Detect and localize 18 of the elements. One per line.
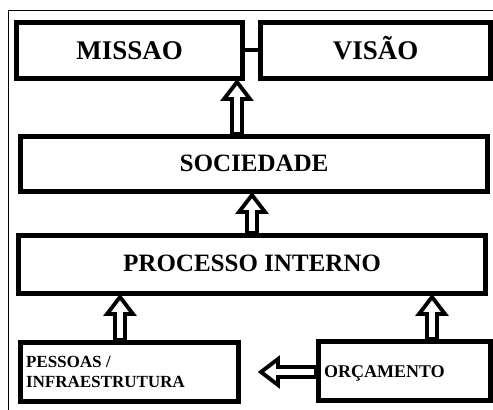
block-arrow	[414, 294, 450, 341]
text-box	[14, 20, 245, 81]
box-label: VISÃO	[332, 34, 418, 66]
connector-line	[245, 48, 258, 52]
box-label: PESSOAS / INFRAESTRUTURA	[26, 352, 186, 392]
text-box	[16, 233, 488, 296]
text-box	[316, 339, 493, 403]
block-arrow	[234, 192, 270, 235]
box-label: PROCESSO INTERNO	[123, 250, 381, 279]
box-label: ORÇAMENTO	[324, 360, 445, 382]
block-arrow	[220, 78, 254, 136]
text-box	[18, 340, 241, 404]
text-box	[18, 134, 490, 194]
box-label: MISSAO	[76, 34, 183, 66]
block-arrow	[102, 294, 138, 342]
text-box	[258, 20, 493, 81]
box-label: SOCIEDADE	[180, 150, 328, 178]
block-arrow	[258, 354, 318, 390]
